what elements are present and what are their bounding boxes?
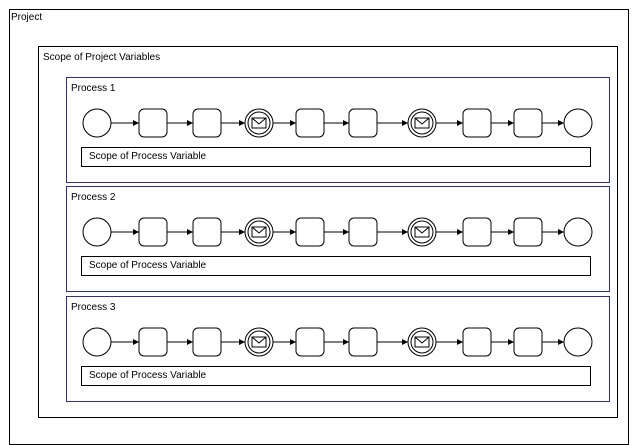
process-variable-scope: Scope of Process Variable <box>81 147 591 167</box>
task-node <box>295 217 325 247</box>
start-event <box>82 327 112 357</box>
process-title: Process 2 <box>71 192 116 203</box>
process-scope-label: Scope of Process Variable <box>89 151 207 162</box>
start-event <box>82 108 112 138</box>
message-event-icon <box>244 327 274 357</box>
process-2-container: Process 2 Scope of Process Variable <box>66 186 610 292</box>
project-scope-title: Scope of Project Variables <box>43 52 161 63</box>
task-node <box>192 327 222 357</box>
task-node <box>462 217 492 247</box>
task-node <box>462 327 492 357</box>
message-event-icon <box>244 217 274 247</box>
project-variables-scope: Scope of Project Variables <box>38 46 618 418</box>
process-3-container: Process 3 Scope of Process Variable <box>66 296 610 402</box>
message-event-icon <box>407 108 437 138</box>
task-node <box>192 108 222 138</box>
task-node <box>513 217 543 247</box>
task-node <box>348 108 378 138</box>
task-node <box>348 327 378 357</box>
process-scope-label: Scope of Process Variable <box>89 370 207 381</box>
message-event-icon <box>407 327 437 357</box>
task-node <box>348 217 378 247</box>
end-event <box>563 217 593 247</box>
end-event <box>563 327 593 357</box>
process-1-container: Process 1 Scope of Process Variable <box>66 77 610 183</box>
process-scope-label: Scope of Process Variable <box>89 260 207 271</box>
message-event-icon <box>244 108 274 138</box>
task-node <box>513 108 543 138</box>
process-title: Process 1 <box>71 83 116 94</box>
process-variable-scope: Scope of Process Variable <box>81 256 591 276</box>
task-node <box>138 217 168 247</box>
start-event <box>82 217 112 247</box>
task-node <box>462 108 492 138</box>
process-variable-scope: Scope of Process Variable <box>81 366 591 386</box>
task-node <box>138 327 168 357</box>
message-event-icon <box>407 217 437 247</box>
process-flow <box>82 217 593 247</box>
end-event <box>563 108 593 138</box>
task-node <box>192 217 222 247</box>
task-node <box>295 108 325 138</box>
task-node <box>138 108 168 138</box>
task-node <box>295 327 325 357</box>
process-title: Process 3 <box>71 302 116 313</box>
project-title: Project <box>11 12 43 23</box>
task-node <box>513 327 543 357</box>
process-flow <box>82 327 593 357</box>
process-flow <box>82 108 593 138</box>
